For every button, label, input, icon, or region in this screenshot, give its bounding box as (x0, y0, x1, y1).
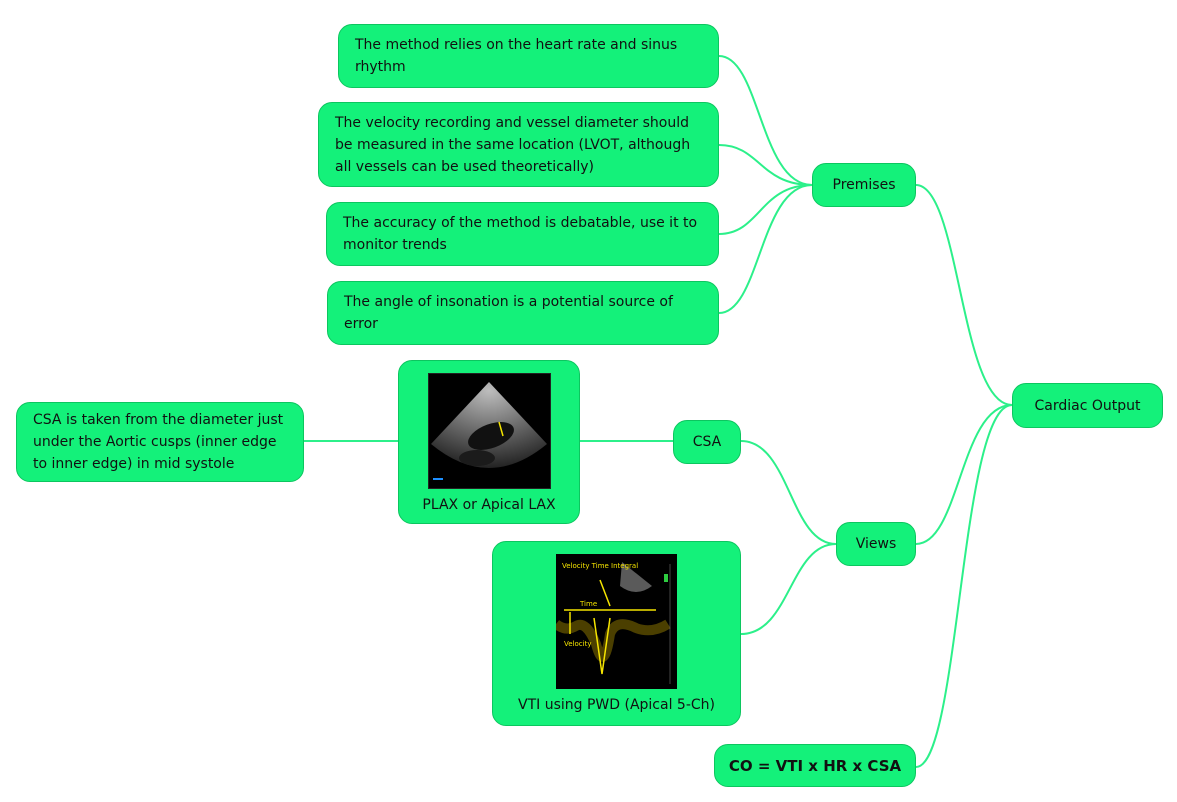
cardiac-output-label: Cardiac Output (1034, 397, 1141, 414)
connector-root-views (915, 404, 1013, 545)
csa-note: CSA is taken from the diameter just unde… (16, 402, 304, 482)
connector-premises-item2 (718, 144, 813, 186)
vti-caption: VTI using PWD (Apical 5-Ch) (518, 697, 715, 713)
connector-views-csa (740, 440, 837, 545)
views-label: Views (855, 536, 897, 552)
vti-annotation-time: Time (579, 600, 597, 608)
formula-label: CO = VTI x HR x CSA (728, 756, 902, 775)
premises-label: Premises (832, 177, 896, 193)
vti-annotation-title: Velocity Time Integral (562, 562, 638, 570)
connector-premises-item1 (718, 55, 813, 186)
csa-node: CSA (673, 420, 741, 464)
plax-echo-image (427, 373, 551, 489)
premise-heart-rate: The method relies on the heart rate and … (338, 24, 719, 88)
connector-root-premises (915, 184, 1013, 406)
vti-image-node: Velocity Time Integral Time Velocity VTI… (492, 541, 741, 726)
premise-same-location: The velocity recording and vessel diamet… (318, 102, 719, 187)
formula-node: CO = VTI x HR x CSA (714, 744, 916, 787)
cardiac-output-node: Cardiac Output (1012, 383, 1163, 428)
views-node: Views (836, 522, 916, 566)
plax-image-node: PLAX or Apical LAX (398, 360, 580, 524)
premise-accuracy: The accuracy of the method is debatable,… (326, 202, 719, 266)
premise-heart-rate-text: The method relies on the heart rate and … (355, 37, 678, 75)
vti-echo-image: Velocity Time Integral Time Velocity (556, 554, 677, 689)
premise-accuracy-text: The accuracy of the method is debatable,… (343, 215, 698, 253)
connector-root-formula (915, 404, 1013, 768)
premise-insonation: The angle of insonation is a potential s… (327, 281, 719, 345)
csa-note-text: CSA is taken from the diameter just unde… (33, 412, 284, 472)
premise-insonation-text: The angle of insonation is a potential s… (344, 294, 673, 332)
premise-same-location-text: The velocity recording and vessel diamet… (335, 114, 691, 175)
connector-premises-item3 (718, 184, 813, 235)
connector-views-vti (740, 543, 837, 635)
connector-premises-item4 (718, 184, 813, 314)
csa-label: CSA (692, 434, 722, 450)
premises-node: Premises (812, 163, 916, 207)
vti-annotation-velocity: Velocity (564, 640, 591, 648)
plax-caption: PLAX or Apical LAX (422, 497, 556, 513)
